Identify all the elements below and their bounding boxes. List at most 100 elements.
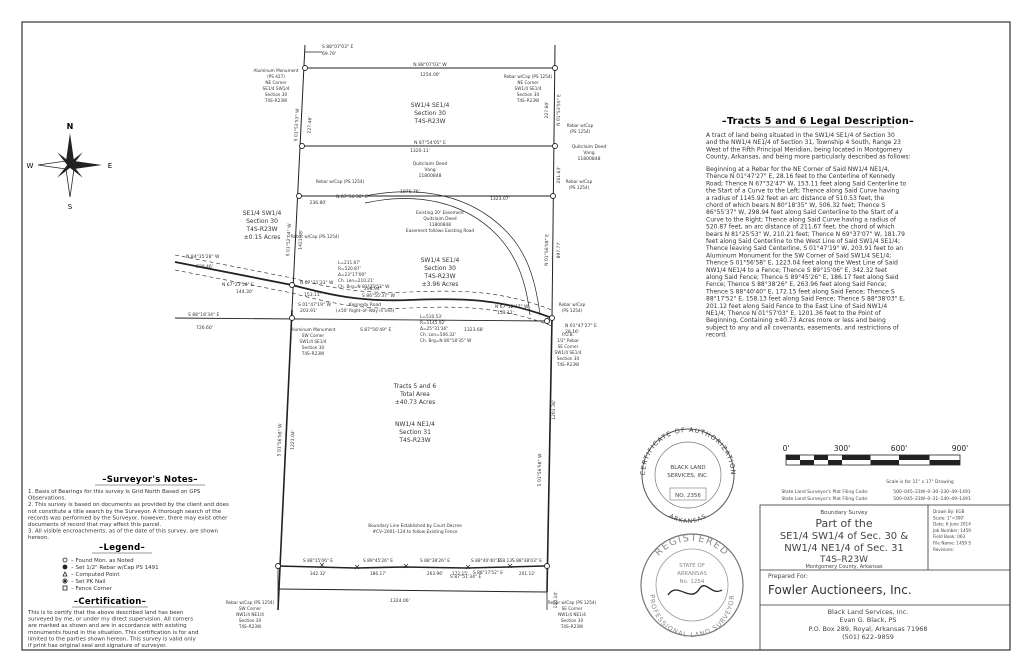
boundary-note: Boundary Line Established by Court Decre… — [368, 523, 462, 529]
drawing-info-line: Field Book: 063 — [933, 534, 965, 539]
legend-item-label: – Found Mon. as Noted — [71, 558, 134, 564]
found-monument-icon — [62, 557, 68, 563]
monument-markers — [275, 65, 558, 569]
svg-text:Section 30: Section 30 — [302, 345, 325, 350]
svg-text:11800848: 11800848 — [429, 222, 451, 228]
svg-text:S 01°56'58" W: S 01°56'58" W — [537, 453, 544, 487]
svg-text:R=520.87': R=520.87' — [338, 266, 361, 272]
legal-line: a radius of 1145.92 feet an arc distance… — [706, 195, 885, 202]
surveyors-notes: 1. Basis of Bearings for this survey is … — [28, 489, 229, 541]
svg-text:T4S-R23W: T4S-R23W — [398, 437, 430, 444]
svg-text:S 01°52'04" W: S 01°52'04" W — [285, 223, 293, 257]
note-line: hereon. — [28, 535, 49, 541]
parcel-nw-ne-label: NW1/4 NE1/4 — [395, 421, 435, 428]
legal-line: Aluminum Monument for the SW Corner of S… — [706, 252, 891, 259]
svg-text:T4S–R23W: T4S–R23W — [264, 98, 287, 103]
deed-right: Quitclaim Deed — [572, 144, 607, 150]
svg-text:S 89°45'26" E: S 89°45'26" E — [363, 558, 393, 564]
svg-text:28.16': 28.16' — [565, 329, 579, 335]
legal-line: Thence S 01°56'58" E, 1223.04 feet along… — [705, 260, 898, 267]
svg-text:SW Corner: SW Corner — [302, 333, 324, 338]
parcel-sw-se-label: SW1/4 SE1/4 — [411, 102, 450, 109]
svg-text:PROFESSIONAL LAND SURVEYOR: PROFESSIONAL LAND SURVEYOR — [648, 594, 736, 639]
easement-note: Existing 20' Easement — [416, 210, 464, 216]
svg-text:BLACK LAND: BLACK LAND — [670, 465, 705, 471]
drawing-info-line: Date: 6 June 2014 — [933, 522, 971, 527]
svg-text:153.11': 153.11' — [497, 310, 514, 316]
svg-text:Section 30: Section 30 — [561, 618, 584, 623]
svg-text:263.96': 263.96' — [427, 571, 443, 577]
svg-text:Easement follows Existing Road: Easement follows Existing Road — [406, 228, 475, 234]
svg-text:329.46': 329.46' — [196, 264, 213, 270]
svg-text:L=510.53': L=510.53' — [420, 314, 442, 320]
svg-text:N 87°54'05" E: N 87°54'05" E — [414, 140, 446, 146]
tracts-total-label: Tracts 5 and 6 — [393, 383, 437, 390]
svg-text:SE1/4 SW1/4: SE1/4 SW1/4 — [263, 86, 290, 91]
scale-bar: 0' 300' 600' 900' Scale is for 11" x 17"… — [781, 444, 970, 502]
legal-line: along Said Fence; Thence S 89°45'26" E, … — [706, 274, 899, 281]
svg-text:S 88°18'34" E: S 88°18'34" E — [188, 312, 219, 318]
svg-text:T4S–R23W: T4S–R23W — [560, 624, 583, 629]
svg-text:227.46': 227.46' — [307, 116, 314, 133]
svg-text:Quitclaim Deed: Quitclaim Deed — [423, 216, 457, 222]
legend-item-label: – Fence Corner — [71, 586, 113, 592]
legal-line: Road; Thence N 67°32'47" W, 153.11 feet … — [706, 180, 907, 187]
svg-text:T4S-R23W: T4S-R23W — [423, 273, 455, 280]
bearing-labels: S 88°07'03" E 69.79' N 88°07'03" W 1254.… — [186, 44, 597, 604]
svg-text:342.32': 342.32' — [310, 571, 326, 577]
svg-text:State Land Surveyor's Plat Fil: State Land Surveyor's Plat Filing Code: — [781, 489, 868, 495]
corner-notes: Aluminum Monument (PS 427) NE Corner SE1… — [226, 68, 597, 629]
legal-description-intro: A tract of land being situated in the SW… — [706, 132, 911, 161]
fence-corner-icon — [62, 585, 68, 591]
svg-text:Section 30: Section 30 — [517, 92, 540, 97]
authorization-seal-icon: CERTIFICATE OF AUTHORIZATION ARKANSAS BL… — [639, 426, 736, 525]
svg-text:No. 1254: No. 1254 — [680, 579, 705, 585]
svg-text:Boundary Survey: Boundary Survey — [820, 510, 868, 516]
svg-text:1320.11': 1320.11' — [410, 148, 430, 154]
svg-text:0': 0' — [783, 444, 790, 453]
svg-text:T4S–R23W: T4S–R23W — [301, 351, 324, 356]
svg-text:600': 600' — [891, 444, 907, 453]
legend-item-label: – Computed Point — [71, 572, 120, 578]
legal-line: Thence N 01°47'27" E, 28.16 feet to the … — [705, 173, 896, 180]
svg-text:172.15': 172.15' — [452, 571, 468, 577]
note-line: documents of record that may affect this… — [28, 522, 162, 528]
svg-text:SE Corner: SE Corner — [562, 606, 583, 611]
svg-text:Total Area: Total Area — [399, 391, 430, 398]
svg-text:#CV–2001–124 to follow Existin: #CV–2001–124 to follow Existing Fence — [372, 529, 457, 535]
svg-text:1076.76': 1076.76' — [400, 189, 420, 195]
svg-text:897.77': 897.77' — [556, 241, 562, 258]
drawing-info-line: Scale: 1"=300' — [933, 515, 964, 520]
title-block — [759, 504, 1011, 651]
legal-line: Fence; Thence S 88°38'26" E, 263.96 feet… — [706, 281, 887, 288]
svg-text:Evan G. Black, PS: Evan G. Black, PS — [839, 616, 896, 624]
plat-filing-code-2: 500–045–23W–0–31–140–49–1491 — [893, 496, 971, 502]
legend-title: –Legend– — [99, 543, 145, 553]
plat-filing-code-1: 500–045–23W–0–30–230–49–1491 — [893, 489, 971, 495]
svg-text:Δ=23°17'00": Δ=23°17'00" — [338, 272, 366, 278]
svg-text:S 01°56'58" W: S 01°56'58" W — [276, 423, 283, 457]
svg-text:Ch. Brg=N 81°25'53" W: Ch. Brg=N 81°25'53" W — [338, 284, 390, 290]
svg-text:SW1/4 SE1/4: SW1/4 SE1/4 — [300, 339, 327, 344]
svg-text:261.63': 261.63' — [556, 166, 562, 183]
legal-line: the Start of a Curve to the Left; Thence… — [706, 188, 899, 195]
svg-text:S 86°55'37" W: S 86°55'37" W — [362, 293, 395, 299]
legal-line: Beginning, Containing ±40.73 Acres more … — [706, 317, 886, 324]
svg-text:1323.68': 1323.68' — [464, 327, 484, 333]
svg-text:S 88°40'40" E: S 88°40'40" E — [471, 558, 501, 564]
svg-text:NE Corner: NE Corner — [517, 80, 538, 85]
title-section-30: SE1/4 SW1/4 of Sec. 30 & — [780, 531, 909, 542]
svg-text:Section 30: Section 30 — [239, 618, 262, 623]
parcel-tract-label: SW1/4 SE1/4 — [421, 257, 460, 264]
title-part-of: Part of the — [815, 517, 873, 530]
svg-text:N 84°35'28" W: N 84°35'28" W — [186, 254, 220, 260]
svg-text:T4S–R23W: T4S–R23W — [238, 624, 261, 629]
svg-text:Ch. Brg=N 80°18'35" W: Ch. Brg=N 80°18'35" W — [420, 338, 472, 344]
svg-text:Montgomery County, Arkansas: Montgomery County, Arkansas — [805, 564, 882, 570]
svg-text:Rebar w/Cap (PS 1254): Rebar w/Cap (PS 1254) — [226, 600, 275, 605]
svg-text:S 88°07'03" E: S 88°07'03" E — [322, 44, 353, 50]
legal-line: County, Arkansas, and being more particu… — [706, 154, 911, 161]
svg-text:298.94': 298.94' — [364, 286, 381, 292]
